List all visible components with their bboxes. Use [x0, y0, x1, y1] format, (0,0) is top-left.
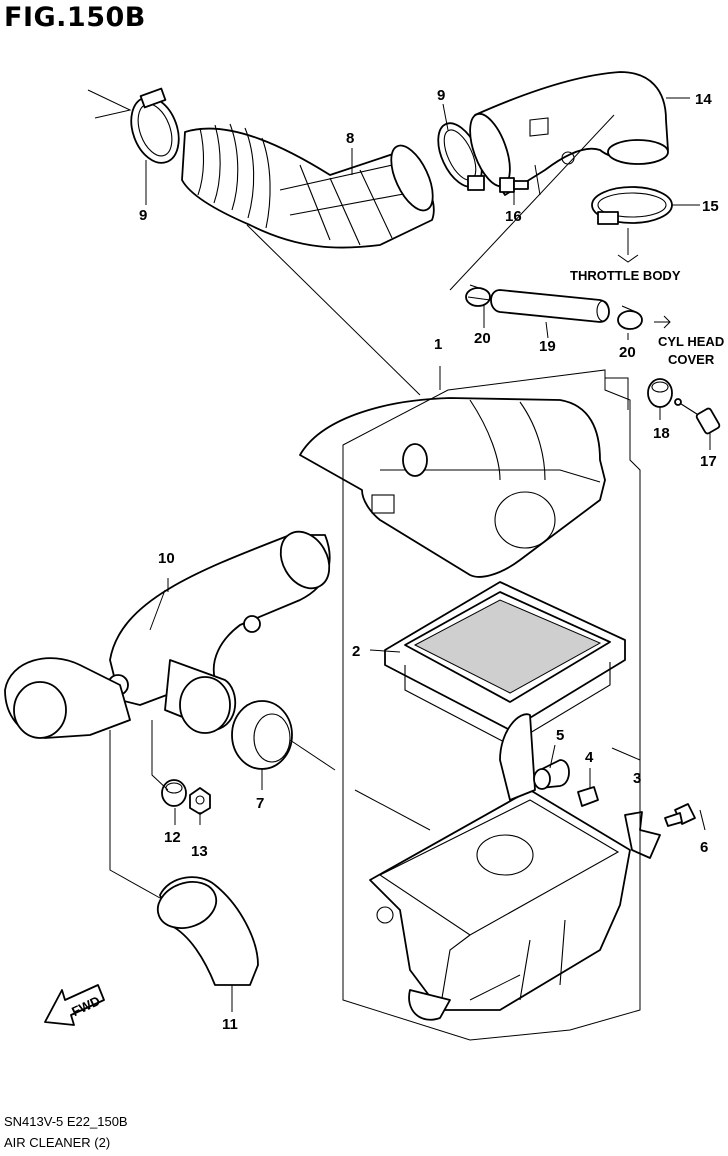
drawing-code: SN413V-5 E22_150B [4, 1114, 128, 1129]
callout-20-left: 20 [474, 330, 491, 347]
elbow-duct-part-11[interactable] [151, 874, 259, 986]
callout-6: 6 [700, 839, 708, 856]
sensor-part-17[interactable] [674, 398, 721, 435]
callout-18: 18 [653, 425, 670, 442]
cyl-head-note-line1: CYL HEAD [658, 334, 724, 349]
grommet-part-5[interactable] [533, 759, 570, 790]
collar-part-4[interactable] [577, 786, 599, 807]
callout-7: 7 [256, 795, 264, 812]
grommet-part-7[interactable] [231, 700, 293, 770]
throttle-duct-part-14[interactable] [462, 71, 669, 196]
callout-9-left: 9 [139, 207, 147, 224]
callout-10: 10 [158, 550, 175, 567]
callout-20-right: 20 [619, 344, 636, 361]
callout-3: 3 [633, 770, 641, 787]
filter-element-part-2[interactable] [384, 581, 626, 746]
air-cleaner-case[interactable] [369, 713, 631, 1021]
callout-2: 2 [352, 643, 360, 660]
callout-11: 11 [222, 1016, 238, 1033]
cyl-head-note-line2: COVER [668, 352, 715, 367]
callout-13: 13 [191, 843, 208, 860]
bolt-part-16[interactable] [499, 177, 529, 193]
bracket-part-3[interactable] [624, 811, 661, 859]
cleaner-cover-part-1[interactable] [299, 397, 606, 578]
clip-part-20-left[interactable] [465, 284, 491, 307]
callout-4: 4 [585, 749, 594, 766]
cap-part-18[interactable] [647, 378, 673, 408]
callout-14: 14 [695, 91, 712, 108]
nut-part-13[interactable] [189, 787, 211, 815]
throttle-body-note: THROTTLE BODY [570, 268, 681, 283]
resonator-part-10[interactable] [107, 523, 339, 734]
intake-hose-part-8[interactable] [181, 123, 441, 249]
figure-title: FIG.150B [4, 2, 146, 33]
callout-17: 17 [700, 453, 717, 470]
callout-8: 8 [346, 130, 354, 147]
assembly-frame [342, 369, 641, 1041]
bolt-part-6[interactable] [664, 803, 696, 827]
grommet-part-12[interactable] [161, 779, 187, 807]
hose-clamp-part-9-left[interactable] [123, 87, 188, 170]
callout-9-right: 9 [437, 87, 445, 104]
clip-part-20-right[interactable] [617, 305, 643, 330]
figure-caption: AIR CLEANER (2) [4, 1135, 111, 1150]
leader-lines [87, 89, 711, 1012]
duct-part-left[interactable] [4, 657, 131, 739]
callout-5: 5 [556, 727, 564, 744]
callout-12: 12 [164, 829, 181, 846]
callout-1: 1 [434, 336, 442, 353]
callout-15: 15 [702, 198, 719, 215]
callout-19: 19 [539, 338, 556, 355]
hose-clamp-part-15[interactable] [591, 186, 673, 225]
fwd-arrow-icon [44, 984, 105, 1026]
callout-16: 16 [505, 208, 522, 225]
breather-hose-part-19[interactable] [490, 289, 610, 323]
